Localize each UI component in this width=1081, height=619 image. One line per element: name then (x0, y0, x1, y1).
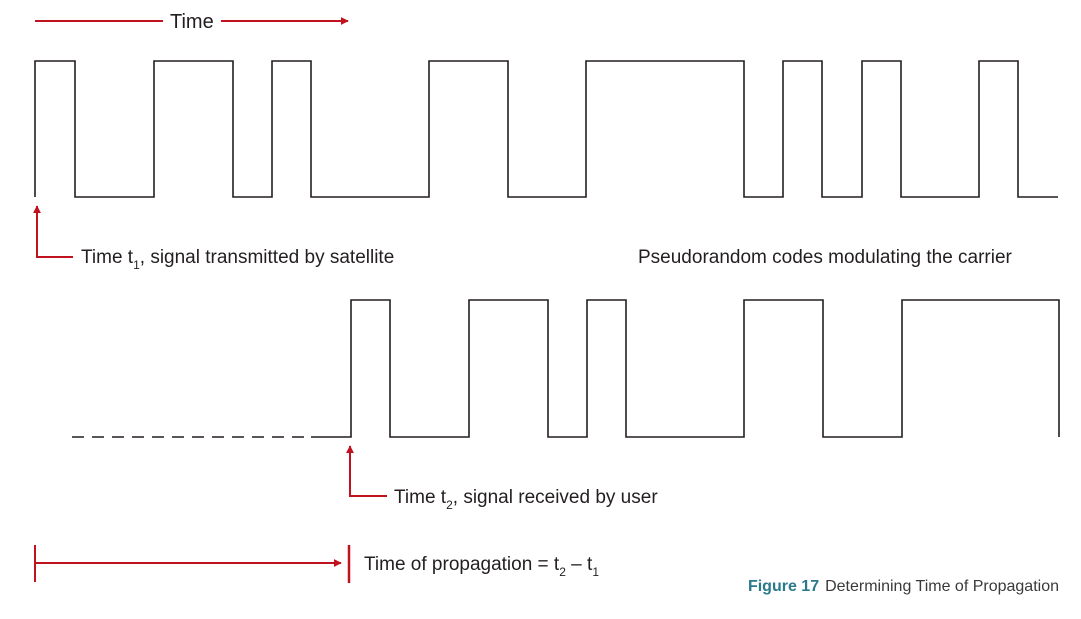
propagation-span: Time of propagation = t2 – t1 (34, 545, 599, 583)
t2-pointer: Time t2, signal received by user (346, 445, 658, 512)
time-arrow-label: Time (170, 11, 214, 33)
pseudorandom-codes-label: Pseudorandom codes modulating the carrie… (638, 247, 1013, 268)
t1-label: Time t1, signal transmitted by satellite (81, 247, 394, 272)
transmitted-signal-waveform (34, 60, 1058, 198)
figure-caption-text: Figure 17 Determining Time of Propagation (748, 578, 1059, 595)
figure-number: Figure 17 (748, 578, 819, 595)
propagation-label: Time of propagation = t2 – t1 (364, 554, 599, 579)
t1-pointer-arrow (33, 205, 73, 258)
figure-title: Determining Time of Propagation (825, 578, 1059, 595)
t2-label: Time t2, signal received by user (394, 487, 658, 512)
received-signal-waveform (311, 299, 1060, 438)
figure-caption: Figure 17 Determining Time of Propagation (748, 578, 1059, 595)
t2-pointer-arrow (346, 445, 387, 497)
time-arrow: Time (35, 11, 349, 33)
t1-pointer: Time t1, signal transmitted by satellite (33, 205, 394, 272)
